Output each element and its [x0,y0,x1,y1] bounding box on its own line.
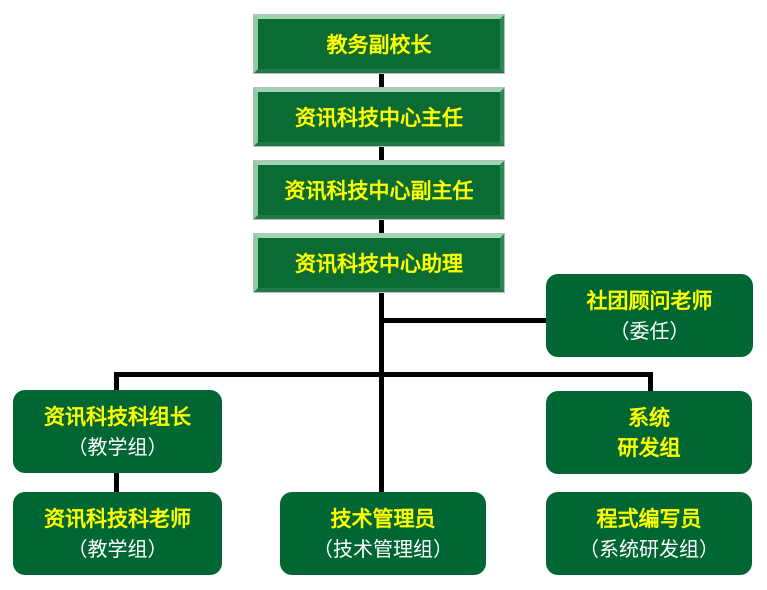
node-subtitle: （教学组） [67,536,168,561]
node-deputy-principal: 教务副校长 [253,14,505,74]
node-subtitle: （委任） [609,318,690,343]
connector [381,318,547,323]
node-teaching-head: 资讯科技科组长 （教学组） [13,390,222,473]
node-tech-admin: 技术管理员 （技术管理组） [280,492,486,575]
node-title: 社团顾问老师 [586,288,713,313]
node-teacher: 资讯科技科老师 （教学组） [13,492,222,575]
connector [648,372,653,392]
node-title: 资讯科技中心副主任 [284,179,474,203]
node-it-director: 资讯科技中心主任 [253,87,505,147]
node-title: 资讯科技科组长 [44,404,191,429]
node-title: 资讯科技科老师 [44,506,191,531]
node-subtitle: （技术管理组） [313,536,453,561]
node-subtitle: （系统研发组） [579,536,719,561]
node-it-deputy-director: 资讯科技中心副主任 [253,160,505,220]
node-it-assistant: 资讯科技中心助理 [253,233,505,293]
connector [114,372,653,377]
node-title: 系统 [628,405,670,430]
node-title: 技术管理员 [330,506,436,531]
node-title: 资讯科技中心助理 [295,252,463,276]
node-club-advisor: 社团顾问老师 （委任） [546,274,753,357]
node-title: 程式编写员 [596,506,702,531]
node-subtitle: （教学组） [67,434,168,459]
node-title: 教务副校长 [326,33,432,57]
node-sys-dev: 系统 研发组 [546,391,752,474]
node-title-line2: 研发组 [617,435,681,460]
node-title: 资讯科技中心主任 [295,106,463,130]
node-programmer: 程式编写员 （系统研发组） [546,492,752,575]
